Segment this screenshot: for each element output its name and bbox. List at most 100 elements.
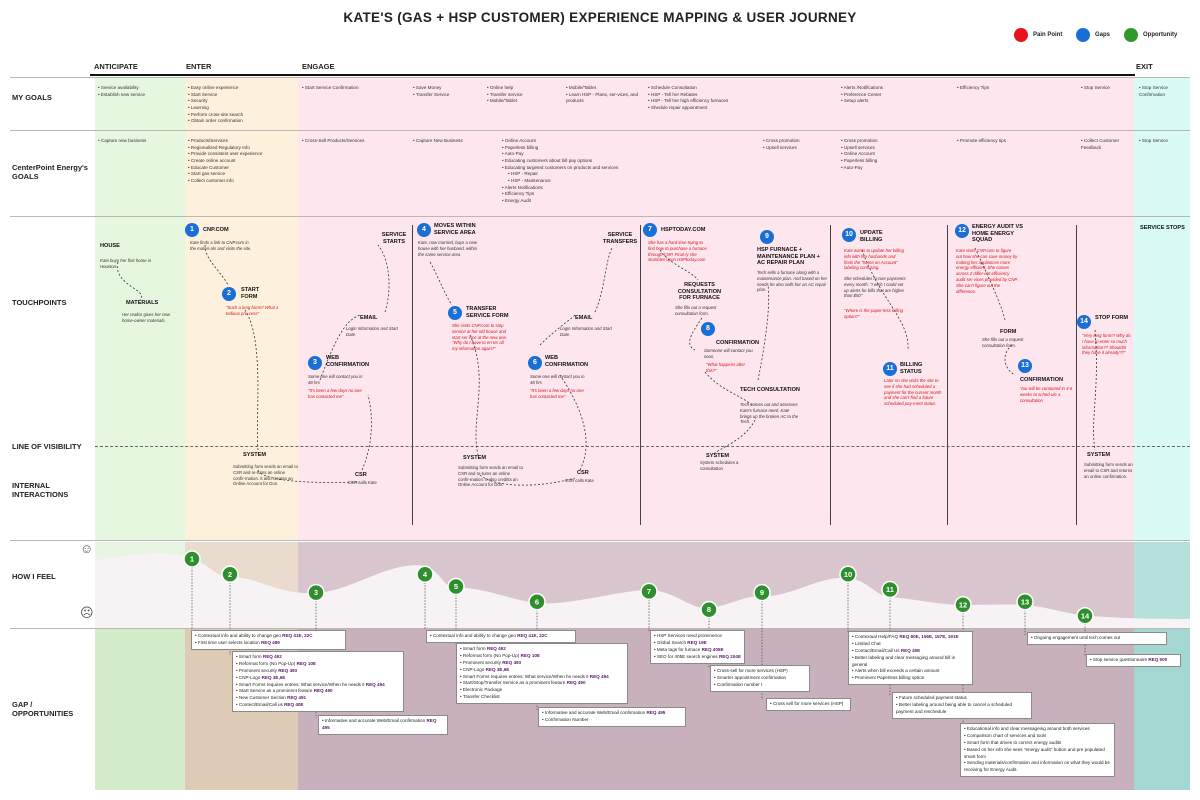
goal-list: Efficiency Tips (957, 85, 1027, 92)
tp-service-stops-head: SERVICE STOPS (1140, 225, 1185, 231)
requirement-ref: REQ 495 (646, 710, 666, 715)
gap-box-11: Future scheduled payment statusBetter la… (892, 692, 1032, 719)
cnp-goals-efficiency: Promote efficiency tips (957, 138, 1047, 145)
internal-system2-text: Submitting form sends an email to CSR an… (458, 465, 523, 488)
column-divider (830, 225, 831, 525)
feel-point-13 (1016, 593, 1034, 611)
requirement-ref: REQ 3E,6E (261, 674, 286, 680)
tp-3-head: WEB CONFIRMATION (326, 355, 370, 368)
goal-item: Service availability (98, 85, 183, 92)
goal-item: HSP - Tell her Rebates (648, 92, 758, 99)
goal-item: Shedule repair appointment (648, 105, 758, 112)
goal-item: Schedule Consultation (648, 85, 758, 92)
tp-13-quote: You will be contacted in 4-6 weeks to sc… (1020, 386, 1073, 403)
column-divider (412, 225, 413, 525)
goal-item: Promote efficiency tips (957, 138, 1047, 145)
requirement-ref: REQ 500 (1148, 657, 1168, 662)
tp-materials-text: Her realtor gives her new home-owner mat… (122, 312, 171, 323)
goal-list: Save MoneyTransfer Service (413, 85, 483, 98)
gap-box-6: Informative and accurate Web/Email confi… (538, 707, 686, 727)
gap-item: Contextual Help/FAQ REQ 80E, 156E, 157E,… (852, 634, 969, 641)
gap-item-text: Limited Chat (854, 640, 881, 646)
requirement-ref: REQ 490 (313, 688, 333, 694)
gap-item: Alerts when bill exceeds a certain amoun… (852, 668, 969, 675)
tp-6-quote: "It's been a few days no one has contact… (530, 388, 584, 399)
goal-list: Promote efficiency tips (957, 138, 1047, 145)
goal-list: Stop Service Confirmation (1139, 85, 1189, 98)
my-goals-save: Save MoneyTransfer Service (413, 85, 483, 98)
gap-item-text: Sending materials/confirmation and infor… (964, 760, 1110, 773)
row-label-gap: GAP / OPPORTUNITIES (12, 700, 74, 719)
requirement-ref: REQ 10E (520, 652, 540, 658)
goal-item: HSP - Repair (502, 171, 642, 178)
gap-item: Confirmation Number (542, 717, 682, 724)
touchpoint-9-badge: 9 (760, 230, 774, 244)
goal-item: Cross-Sell Products/Services (302, 138, 407, 145)
gap-item-text: Reformat form (No Pop-Up) (462, 652, 521, 658)
gap-item: Future scheduled payment status (896, 695, 1028, 702)
gap-item: Reformat form (No Pop-Up) REQ 10E (460, 653, 624, 660)
tp-service-starts-head: SERVICE STARTS (381, 232, 407, 245)
tp-7-head: HSPTODAY.COM (661, 227, 706, 233)
row-label-feel: HOW I FEEL (12, 572, 56, 581)
goal-list: Products/ServicesRegionalized Regulatory… (188, 138, 293, 185)
goal-list: Capture new business (98, 138, 183, 145)
gap-box-13: Ongoing engagement until tech comes out (1027, 632, 1167, 645)
goal-list: Easy online experienceStart ServiceSecur… (188, 85, 288, 125)
feel-point-label: 2 (228, 570, 232, 579)
column-divider (1076, 225, 1077, 525)
cnp-goals-online: Online AccountPaperless billingAuto-PayE… (502, 138, 642, 205)
gap-item: Comparison chart of services and tools (964, 733, 1111, 740)
goal-item: Efficiency Tips (957, 85, 1027, 92)
gap-item: Informative and accurate Web/Email confi… (542, 710, 682, 717)
gap-item: Prominent security REQ 493 (460, 660, 624, 667)
goal-item: Stop Service (1139, 138, 1189, 145)
stage-rule (90, 74, 1135, 76)
gap-item: Start Service as a prominent feature REQ… (236, 688, 400, 695)
goal-item: Start Service (188, 92, 288, 99)
requirement-ref: REQ 41E, 22C (517, 633, 548, 638)
gap-item-text: Stop service questionnaire (1092, 657, 1149, 662)
requirement-ref: REQ 40E (900, 647, 921, 653)
gap-item: Contact/Email/Call Us REQ 40E (852, 648, 969, 655)
gap-list: Stop service questionnaire REQ 500 (1090, 657, 1177, 664)
my-goals-schedule: Schedule ConsultationHSP - Tell her Reba… (648, 85, 758, 112)
goal-item: Save Money (413, 85, 483, 92)
gap-item-text: Electronic Package (462, 687, 503, 693)
pain-point-dot-icon (1014, 28, 1028, 42)
tp-9-text: Tech sells a furnace along with a mainte… (757, 270, 828, 293)
row-label-internal: INTERNAL INTERACTIONS (12, 481, 69, 500)
goal-list: Service availabilityEstablish new servic… (98, 85, 183, 98)
tp-email2-head: EMAIL (575, 315, 593, 321)
touchpoint-5-badge: 5 (448, 306, 462, 320)
gap-item-text: Alerts when bill exceeds a certain amoun… (854, 668, 940, 674)
tp-12-head: ENERGY AUDIT VS HOME ENERGY SQUAD (972, 224, 1023, 244)
touchpoint-3-badge: 3 (308, 356, 322, 370)
feel-point-label: 8 (707, 605, 711, 614)
tp-8-head: CONFIRMATION (716, 340, 760, 346)
goal-item: Mobile/Tablet (566, 85, 638, 92)
feel-point-label: 5 (454, 582, 458, 591)
feel-point-5 (447, 577, 465, 596)
goal-list: Capture New Business (413, 138, 493, 145)
requirement-ref: REQ 10E (296, 660, 316, 666)
band-engage (298, 77, 1134, 540)
touchpoint-1-badge: 1 (185, 223, 199, 237)
goal-item: Alerts /Notifications (841, 85, 921, 92)
tp-11-quote: Later on she visits the site to see if s… (884, 378, 942, 407)
gap-item-text: Comparison chart of services and tools (966, 732, 1047, 738)
gap-item-text: Reformat form (No Pop-Up) (238, 660, 297, 666)
tp-5-head: TRANSFER SERVICE FORM (466, 306, 509, 319)
gap-item-text: Start/Stop/Transfer Service as a promine… (462, 680, 567, 686)
goal-item: Efficiency Tips (502, 191, 642, 198)
cnp-goals-capture: Capture New Business (413, 138, 493, 145)
gap-item-text: Contact/Email/Call Us (854, 647, 901, 653)
feel-point-11 (881, 580, 899, 599)
cnp-goals-enter: Products/ServicesRegionalized Regulatory… (188, 138, 293, 185)
gap-item: CNP-Logo REQ 3E,6E (460, 667, 624, 674)
gap-item: Smart form that drives to correct energy… (964, 740, 1111, 747)
gap-list: Smart form REQ 492Reformat form (No Pop-… (236, 654, 400, 709)
feel-point-10 (839, 565, 857, 584)
gap-item-text: Confirmation Number (544, 716, 589, 722)
tp-1-text: Kate finds a link to CNP.com in the mate… (190, 240, 252, 251)
